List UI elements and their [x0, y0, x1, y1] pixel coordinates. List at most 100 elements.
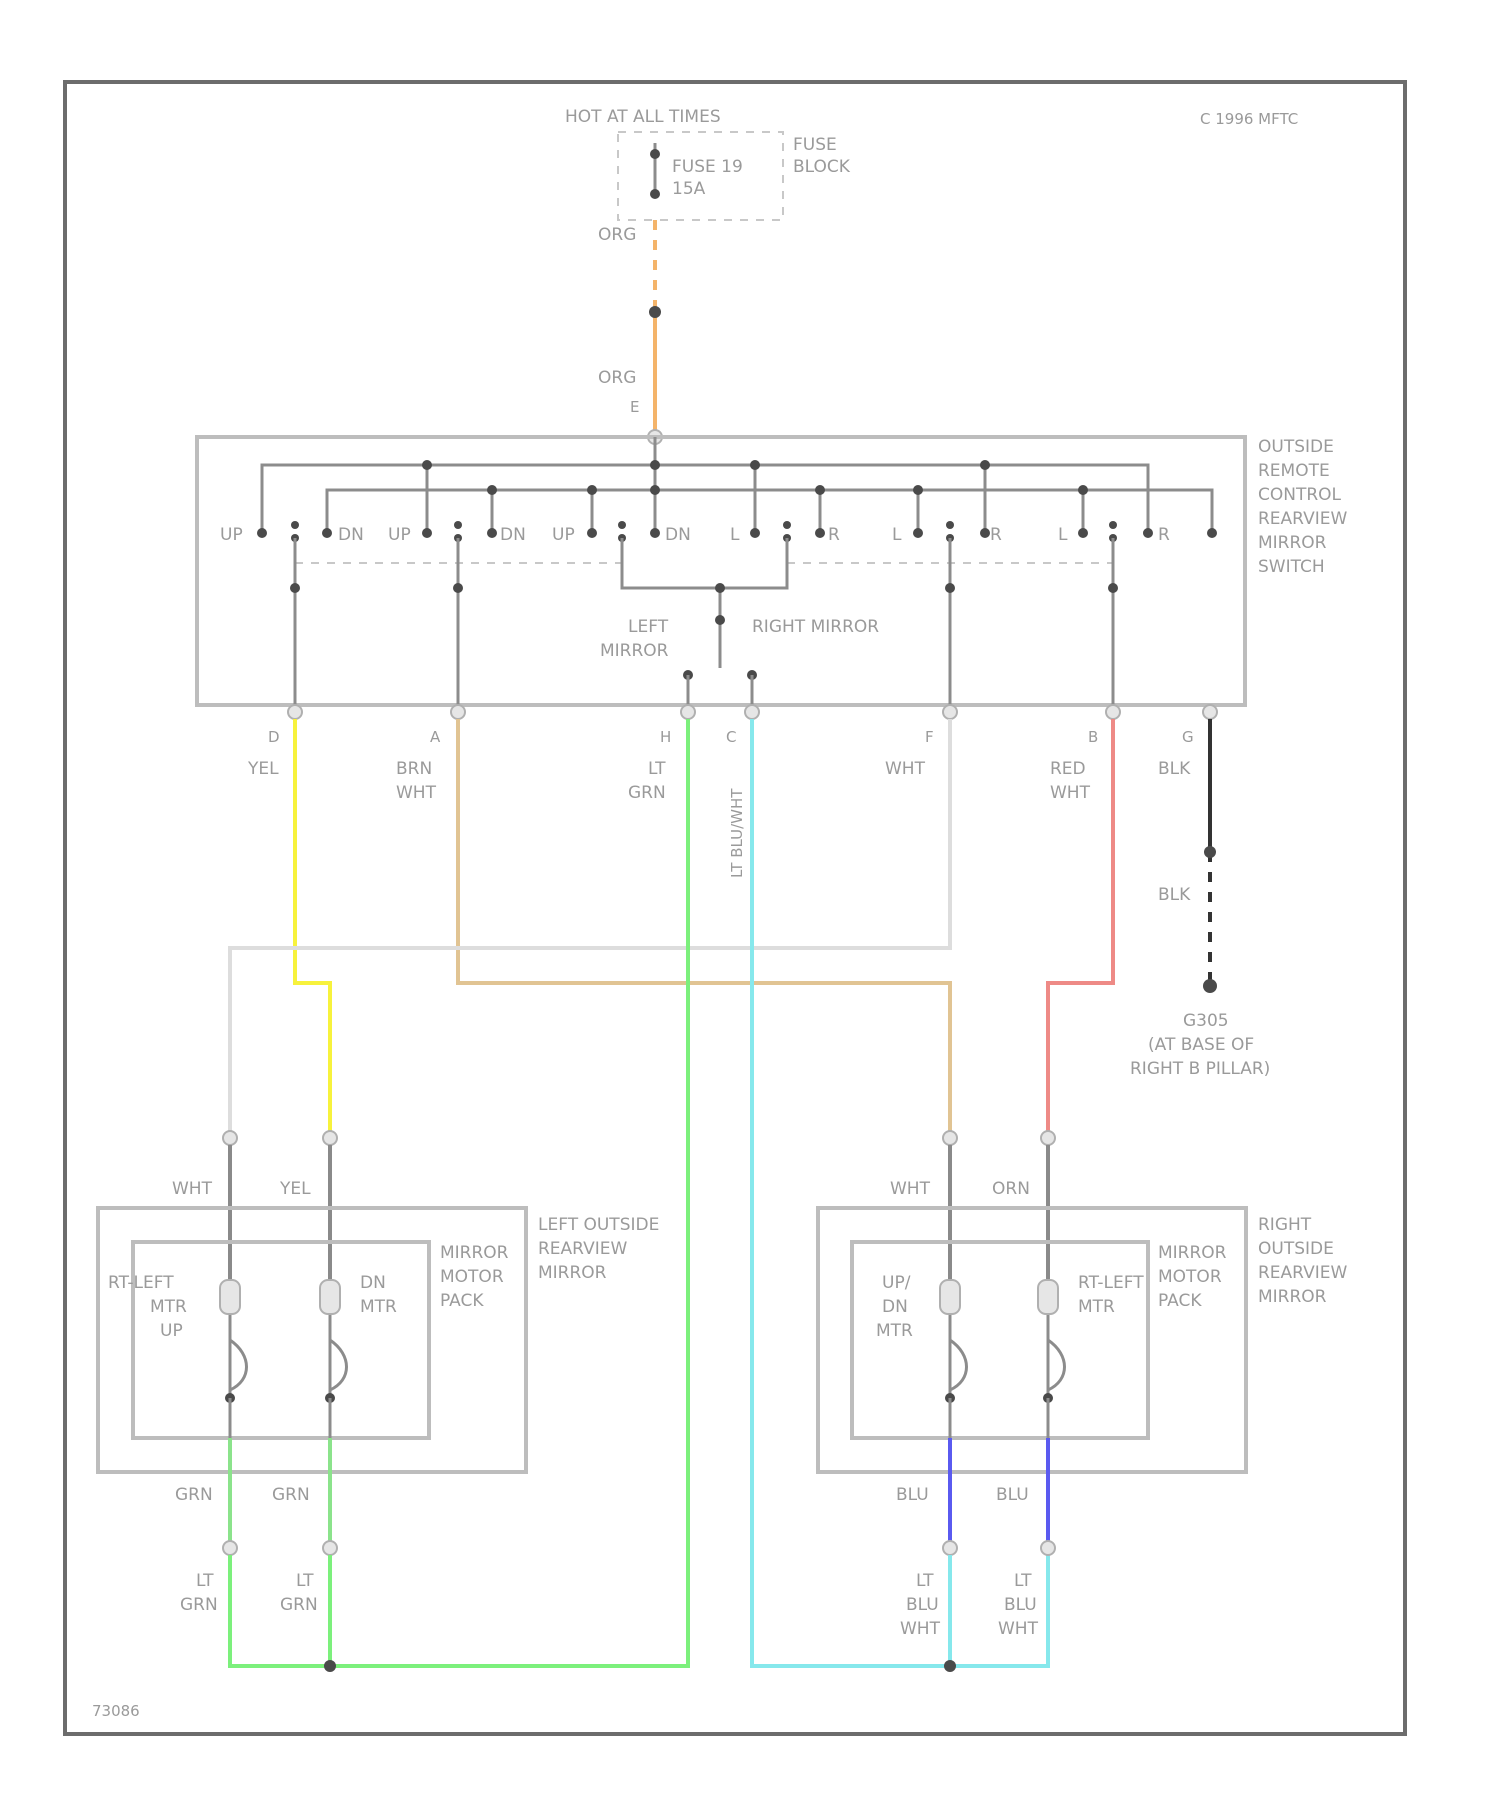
connector-h	[681, 705, 695, 719]
right-lower-label-1b: BLU	[906, 1595, 939, 1615]
org-splice	[649, 306, 661, 318]
switch-junction	[650, 460, 660, 470]
switch-junction	[422, 460, 432, 470]
switch-junction	[913, 485, 923, 495]
left-mirror-top-wire-1: WHT	[172, 1179, 213, 1199]
pin-g-label: G	[1182, 728, 1194, 746]
left-lower-connector-2	[323, 1541, 337, 1555]
wire-red-wht-label-2: WHT	[1050, 783, 1091, 803]
switch-contact	[815, 528, 825, 538]
wire-blk-label-2: BLK	[1158, 885, 1191, 905]
wire-red-wht-label-1: RED	[1050, 759, 1086, 779]
left-motor1-label-3: UP	[160, 1321, 183, 1341]
switch-contact	[422, 528, 432, 538]
switch-contact	[750, 528, 760, 538]
connector-d	[288, 705, 302, 719]
switch-contact	[650, 528, 660, 538]
left-motor1-label-2: MTR	[150, 1297, 187, 1317]
copyright-label: C 1996 MFTC	[1200, 110, 1298, 128]
wire-lt-grn-label-2: GRN	[628, 783, 666, 803]
left-lower-label-2b: GRN	[280, 1595, 318, 1615]
fuse-terminal-bottom	[650, 189, 660, 199]
right-lower-label-1c: WHT	[900, 1619, 941, 1639]
switch-junction	[980, 460, 990, 470]
pin-f-label: F	[925, 728, 934, 746]
diagram-frame	[65, 82, 1405, 1734]
switch-contact	[913, 528, 923, 538]
switch-terminal-dn-1: DN	[338, 525, 364, 545]
wire-lt-grn-main	[330, 719, 688, 1666]
switch-terminal-up-2: UP	[388, 525, 411, 545]
switch-arm-pivot	[454, 521, 462, 529]
switch-contact	[1078, 528, 1088, 538]
switch-terminal-dn-3: DN	[665, 525, 691, 545]
mirror-selector-dot	[715, 615, 725, 625]
switch-terminal-l-2: L	[892, 525, 902, 545]
wire-wht	[230, 719, 950, 1132]
switch-junction	[587, 485, 597, 495]
switch-junction	[487, 485, 497, 495]
right-mirror-top-wire-2: ORN	[992, 1179, 1030, 1199]
switch-name-5: MIRROR	[1258, 533, 1327, 553]
left-mirror-connector-2	[323, 1131, 337, 1145]
wire-red-wht	[1048, 719, 1113, 1132]
left-bottom-wire-2: GRN	[272, 1485, 310, 1505]
switch-name-3: CONTROL	[1258, 485, 1342, 505]
right-lower-connector-1	[943, 1541, 957, 1555]
wire-wht-label: WHT	[885, 759, 926, 779]
pin-h-label: H	[660, 728, 671, 746]
switch-arm-pivot	[946, 521, 954, 529]
right-motor1-label-3: MTR	[876, 1321, 913, 1341]
mirror-selector-bus	[622, 538, 787, 588]
ground-point	[1203, 979, 1217, 993]
org-label-top: ORG	[598, 225, 636, 245]
switch-name-6: SWITCH	[1258, 557, 1325, 577]
org-label-lower: ORG	[598, 368, 636, 388]
switch-terminal-up-1: UP	[220, 525, 243, 545]
left-motor2-body	[320, 1280, 340, 1314]
right-mirror-connector-1	[943, 1131, 957, 1145]
switch-contact	[487, 528, 497, 538]
mirror-selector-dot	[715, 583, 725, 593]
switch-terminal-l-3: L	[1058, 525, 1068, 545]
right-motor-pack-2: MOTOR	[1158, 1267, 1222, 1287]
right-lower-label-2c: WHT	[998, 1619, 1039, 1639]
right-mirror-name-2: OUTSIDE	[1258, 1239, 1334, 1259]
fuse-terminal-top	[650, 149, 660, 159]
switch-junction	[815, 485, 825, 495]
left-motor-pack-3: PACK	[440, 1291, 484, 1311]
switch-name-1: OUTSIDE	[1258, 437, 1334, 457]
fuse-name-label: FUSE 19	[672, 157, 743, 177]
right-lt-blu-splice	[944, 1660, 956, 1672]
switch-lead-dot	[945, 583, 955, 593]
switch-contact	[587, 528, 597, 538]
left-mirror-select-label-1: LEFT	[628, 617, 669, 637]
switch-bus-outer	[262, 465, 1148, 533]
right-motor1-body	[940, 1280, 960, 1314]
left-mirror-name-3: MIRROR	[538, 1263, 607, 1283]
ground-label-2: (AT BASE OF	[1148, 1035, 1254, 1055]
right-bottom-wire-1: BLU	[896, 1485, 929, 1505]
right-mirror-top-wire-1: WHT	[890, 1179, 931, 1199]
right-motor-pack-3: PACK	[1158, 1291, 1202, 1311]
switch-arm-pivot	[291, 521, 299, 529]
right-motor2-label-2: MTR	[1078, 1297, 1115, 1317]
switch-arm-pivot	[618, 521, 626, 529]
switch-junction	[650, 485, 660, 495]
pin-d-label: D	[268, 728, 280, 746]
left-motor-pack-2: MOTOR	[440, 1267, 504, 1287]
left-mirror-top-wire-2: YEL	[279, 1179, 311, 1199]
left-mirror-name-1: LEFT OUTSIDE	[538, 1215, 659, 1235]
right-mirror-connector-2	[1041, 1131, 1055, 1145]
left-lower-label-1b: GRN	[180, 1595, 218, 1615]
right-motor-pack-1: MIRROR	[1158, 1243, 1227, 1263]
right-mirror-name-1: RIGHT	[1258, 1215, 1312, 1235]
ground-label-3: RIGHT B PILLAR)	[1130, 1059, 1270, 1079]
switch-terminal-r-1: R	[828, 525, 840, 545]
connector-a	[451, 705, 465, 719]
switch-name-4: REARVIEW	[1258, 509, 1347, 529]
left-bottom-wire-1: GRN	[175, 1485, 213, 1505]
connector-g	[1203, 705, 1217, 719]
switch-lead-dot	[453, 583, 463, 593]
